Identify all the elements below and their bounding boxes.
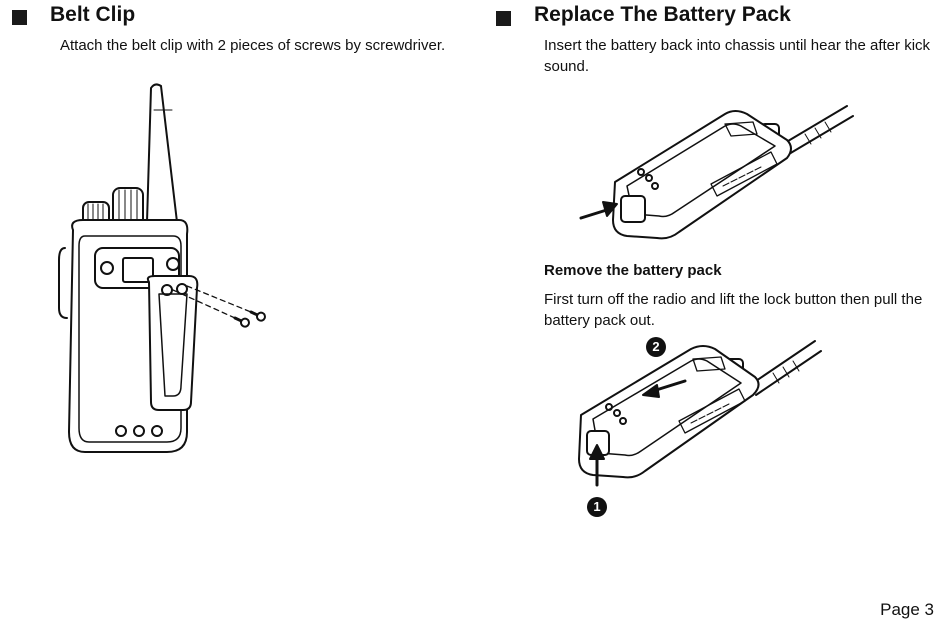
- radio-belt-clip-illustration: [58, 83, 266, 453]
- section-bullet-belt-clip: [12, 10, 27, 25]
- remove-battery-heading: Remove the battery pack: [544, 262, 722, 279]
- heading-replace-battery: Replace The Battery Pack: [534, 3, 791, 26]
- screw-icon: [249, 310, 266, 322]
- page-number: Page 3: [880, 600, 934, 619]
- step-1-badge: 1: [587, 497, 607, 517]
- belt-clip-instructions: Attach the belt clip with 2 pieces of sc…: [60, 37, 446, 54]
- radio-remove-battery-illustration: [578, 340, 822, 487]
- remove-battery-instructions: First turn off the radio and lift the lo…: [544, 291, 923, 329]
- heading-belt-clip: Belt Clip: [50, 3, 136, 26]
- insert-battery-instructions: Insert the battery back into chassis unt…: [544, 37, 931, 75]
- screw-icon: [233, 316, 250, 328]
- section-bullet-battery: [496, 11, 511, 26]
- radio-insert-battery-illustration: [579, 105, 854, 240]
- step-2-badge: 2: [646, 337, 666, 357]
